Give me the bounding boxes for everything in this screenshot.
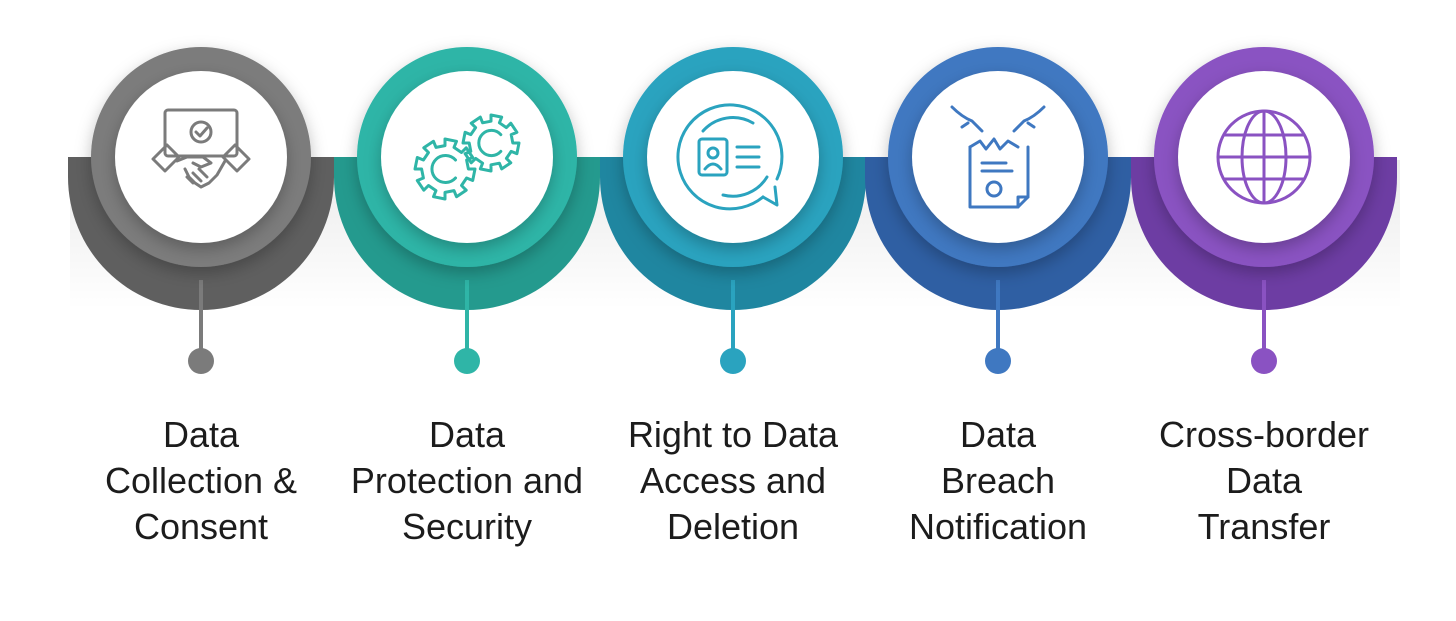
step-label-line: Right to Data [627, 414, 839, 455]
step-label-line: Collection & [104, 460, 298, 501]
step-5 [1131, 47, 1397, 374]
id-chat-icon [676, 103, 784, 211]
step-label-line: Data [162, 414, 240, 455]
step-label-line: Data [428, 414, 506, 455]
step-label-line: Transfer [1197, 506, 1331, 547]
handshake-icon [151, 108, 251, 189]
step-label-line: Access and [639, 460, 827, 501]
step-3 [600, 47, 866, 374]
step-icon-disk [647, 71, 819, 243]
step-label-line: Consent [133, 506, 269, 547]
step-label-line: Data [959, 414, 1037, 455]
torn-document-icon [950, 105, 1046, 209]
connector-dot [720, 348, 746, 374]
connector-dot [1251, 348, 1277, 374]
step-label-line: Breach [940, 460, 1056, 501]
step-label-line: Protection and [350, 460, 584, 501]
connector-dot [985, 348, 1011, 374]
connector-dot [188, 348, 214, 374]
step-icon-disk [912, 71, 1084, 243]
step-4 [865, 47, 1131, 374]
step-2 [334, 47, 600, 374]
step-label-line: Deletion [666, 506, 800, 547]
step-label-line: Notification [908, 506, 1088, 547]
step-1 [68, 47, 334, 374]
step-label-line: Data [1225, 460, 1303, 501]
gears-icon [413, 113, 521, 201]
globe-icon [1216, 109, 1312, 205]
step-label-line: Cross-border [1158, 414, 1370, 455]
step-label-line: Security [401, 506, 533, 547]
connector-dot [454, 348, 480, 374]
